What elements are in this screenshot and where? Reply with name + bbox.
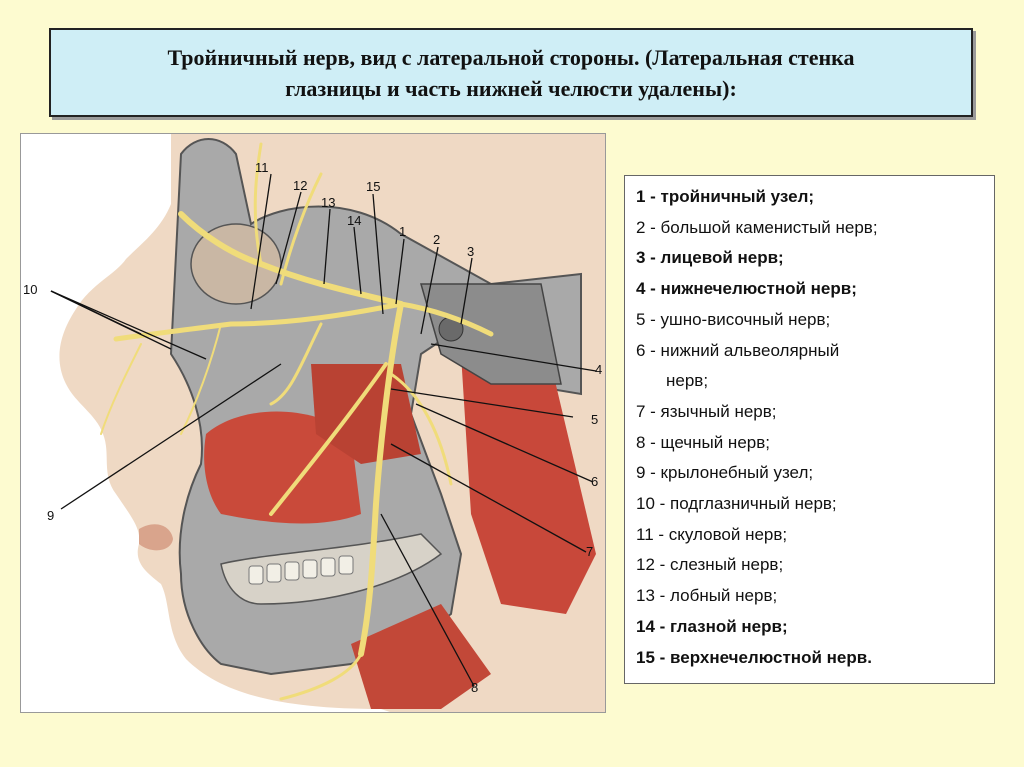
legend-item-5: 5 - ушно-височный нерв; bbox=[636, 309, 831, 329]
label-11: 11 bbox=[255, 160, 269, 175]
anatomy-illustration: 1 2 3 4 5 6 7 8 9 10 11 12 13 14 15 bbox=[20, 133, 606, 713]
legend-item-9: 9 - крылонебный узел; bbox=[636, 463, 814, 483]
legend-item-8: 8 - щечный нерв; bbox=[636, 432, 770, 452]
label-4: 4 bbox=[595, 362, 602, 377]
label-14: 14 bbox=[347, 213, 361, 228]
cheek-muscle bbox=[204, 411, 361, 524]
legend-item-13: 13 - лобный нерв; bbox=[636, 586, 778, 606]
label-2: 2 bbox=[433, 232, 440, 247]
legend-item-11: 11 - скуловой нерв; bbox=[636, 524, 788, 544]
legend-item-6-cont: нерв; bbox=[666, 371, 709, 391]
leader-lines bbox=[50, 173, 597, 687]
legend-item-15: 15 - верхнечелюстной нерв. bbox=[636, 647, 872, 667]
neck-muscle bbox=[461, 354, 596, 614]
label-6: 6 bbox=[591, 474, 598, 489]
label-1: 1 bbox=[399, 224, 406, 239]
lips bbox=[139, 524, 173, 551]
label-15: 15 bbox=[366, 179, 380, 194]
label-12: 12 bbox=[293, 178, 307, 193]
label-8: 8 bbox=[471, 680, 478, 695]
legend-item-7: 7 - язычный нерв; bbox=[636, 401, 777, 421]
teeth bbox=[248, 555, 354, 585]
legend-item-4: 4 - нижнечелюстной нерв; bbox=[636, 279, 857, 299]
label-3: 3 bbox=[467, 244, 474, 259]
lower-neck-muscle bbox=[351, 604, 491, 709]
legend-item-12: 12 - слезный нерв; bbox=[636, 555, 784, 575]
legend-item-6: 6 - нижний альвеолярный нерв; bbox=[636, 336, 994, 397]
label-13: 13 bbox=[321, 195, 335, 210]
slide-title: Тройничный нерв, вид с латеральной сторо… bbox=[49, 28, 973, 117]
label-9: 9 bbox=[47, 508, 54, 523]
trigeminal-nerve-drawing: 1 2 3 4 5 6 7 8 9 10 11 12 13 14 15 bbox=[23, 134, 605, 712]
legend-item-2: 2 - большой каменистый нерв; bbox=[636, 217, 878, 237]
title-line-1: Тройничный нерв, вид с латеральной сторо… bbox=[167, 44, 855, 70]
legend-item-3: 3 - лицевой нерв; bbox=[636, 248, 784, 268]
title-line-2: глазницы и часть нижней челюсти удалены)… bbox=[285, 75, 737, 101]
label-10: 10 bbox=[23, 282, 37, 297]
label-7: 7 bbox=[586, 544, 593, 559]
nerve-branches bbox=[100, 142, 494, 701]
legend-item-1: 1 - тройничный узел; bbox=[636, 187, 815, 206]
label-5: 5 bbox=[591, 412, 598, 427]
legend-item-10: 10 - подглазничный нерв; bbox=[636, 494, 837, 514]
legend-item-14: 14 - глазной нерв; bbox=[636, 616, 788, 636]
legend-item-6-text: 6 - нижний альвеолярный bbox=[636, 340, 840, 360]
legend-box: 1 - тройничный узел; 2 - большой каменис… bbox=[624, 175, 995, 684]
